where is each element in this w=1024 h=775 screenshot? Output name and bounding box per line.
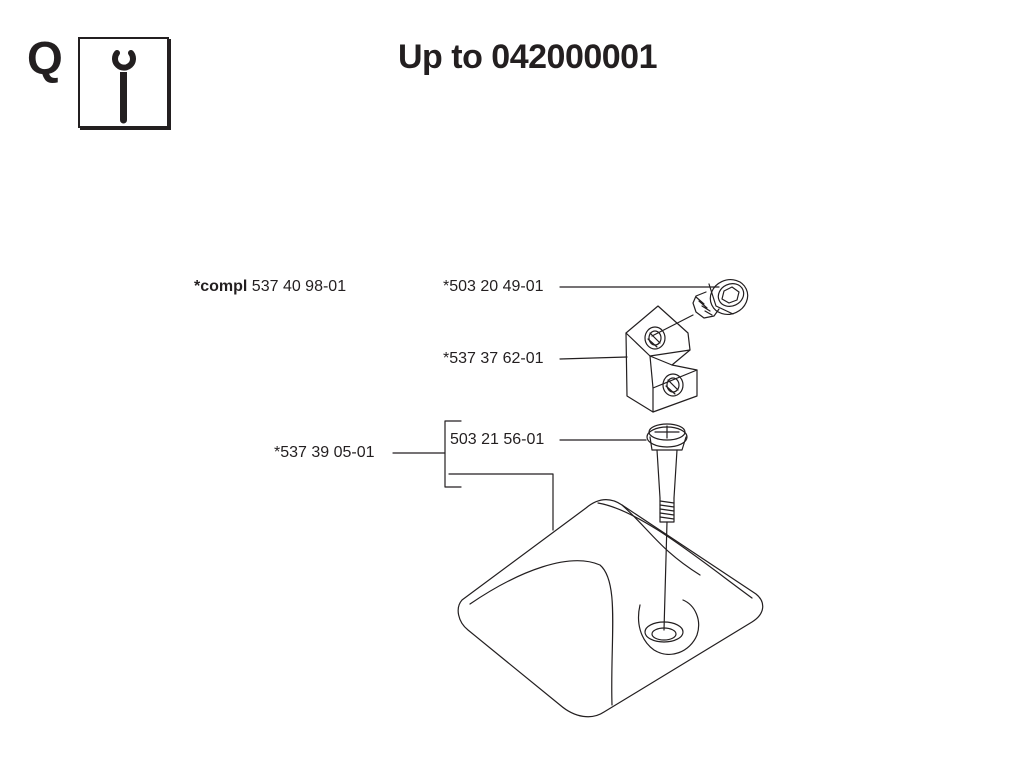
service-info-box (78, 37, 169, 128)
screw-axis-line (651, 314, 694, 337)
part-label-kit: *537 39 05-01 (274, 444, 375, 461)
part-label-screw-kit: 503 21 56-01 (450, 431, 545, 448)
screw-axis-line-lower (663, 521, 668, 631)
compl-number: 537 40 98-01 (251, 278, 347, 295)
leader-line-block (559, 356, 628, 360)
slotted-screw (646, 423, 688, 631)
wrench-info-icon (112, 50, 136, 124)
clamp-block (625, 305, 698, 413)
part-label-screw-top: *503 20 49-01 (443, 278, 544, 295)
hex-socket-screw (651, 279, 749, 337)
section-letter: Q (27, 32, 63, 84)
compl-prefix: *compl (194, 278, 248, 295)
page-title: Up to 042000001 (398, 38, 658, 76)
leader-line-cover (448, 473, 554, 531)
kit-bracket (444, 420, 462, 488)
cover-dome (457, 499, 764, 718)
compl-label: *compl 537 40 98-01 (194, 279, 346, 295)
part-label-block: *537 37 62-01 (443, 350, 544, 367)
